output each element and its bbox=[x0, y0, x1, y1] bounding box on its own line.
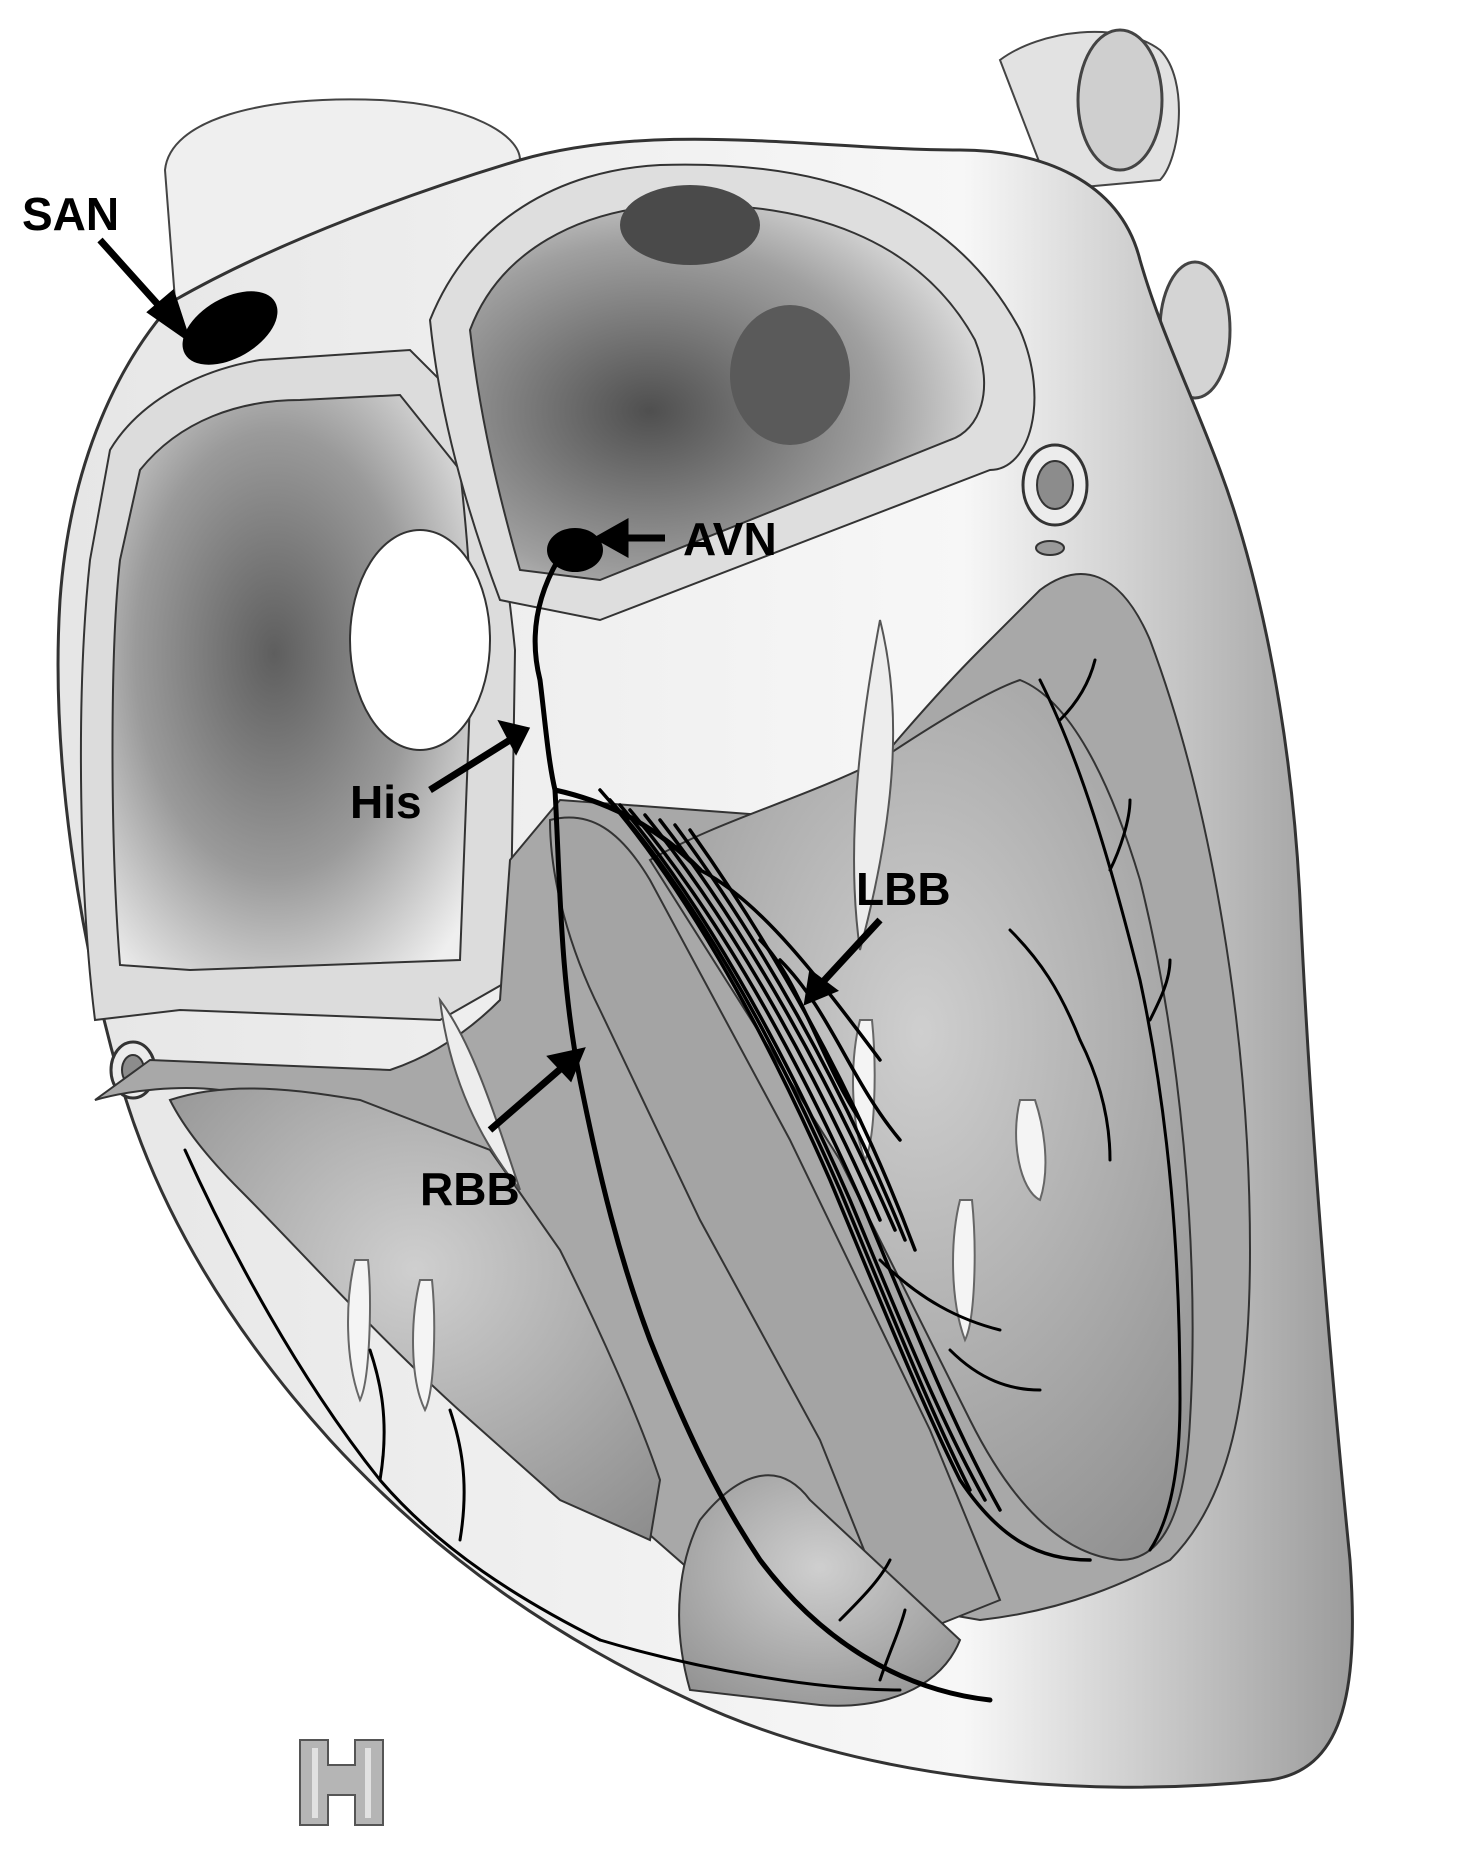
left-atrium bbox=[468, 203, 986, 582]
avn-label: AVN bbox=[683, 513, 777, 565]
great-vessels bbox=[163, 28, 1232, 400]
rbb-label: RBB bbox=[420, 1163, 520, 1215]
valve-leaflets bbox=[438, 619, 895, 1191]
his-bundle bbox=[532, 557, 561, 793]
rbb-arrow bbox=[487, 1062, 568, 1133]
san-label: SAN bbox=[22, 188, 119, 240]
right-bundle-branch bbox=[552, 787, 993, 1703]
his-arrow bbox=[428, 737, 512, 793]
lbb-label: LBB bbox=[856, 863, 951, 915]
left-bundle-branch bbox=[598, 788, 1092, 1562]
av-node bbox=[547, 528, 603, 572]
label-arrows bbox=[97, 237, 883, 1133]
lbb-arrow bbox=[817, 917, 883, 988]
conduction-system bbox=[183, 557, 1182, 1703]
pulmonary-vein-opening bbox=[620, 185, 760, 265]
pulmonary-vein-opening-2 bbox=[730, 305, 850, 445]
sa-node bbox=[182, 291, 278, 365]
publisher-logo bbox=[299, 1739, 384, 1826]
apex-chamber bbox=[678, 1474, 962, 1707]
his-label: His bbox=[350, 776, 422, 828]
purkinje-fibers bbox=[183, 658, 1182, 1692]
vena-cava-opening bbox=[349, 529, 491, 751]
